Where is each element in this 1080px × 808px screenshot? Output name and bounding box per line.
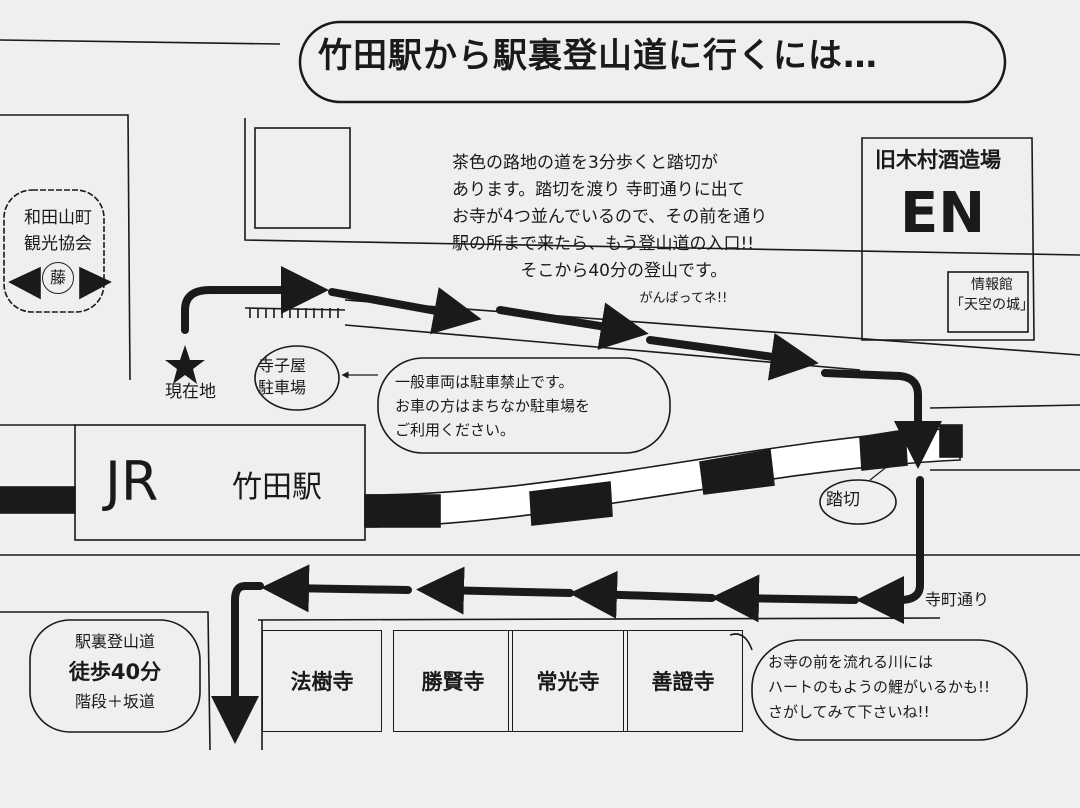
walking-route (181, 266, 942, 744)
info-center-label: 情報館 「天空の城」 (950, 275, 1034, 315)
temple-box: 法樹寺 (262, 630, 382, 732)
info-center-name: 「天空の城」 (950, 297, 1034, 313)
koi-note-line: お寺の前を流れる川には (768, 653, 934, 671)
route-description: 茶色の路地の道を3分歩くと踏切が あります。踏切を渡り 寺町通りに出て お寺が4… (452, 150, 767, 312)
koi-note-line: さがしてみて下さいね!! (768, 703, 930, 721)
current-location-label: 現在地 (165, 382, 216, 402)
parking-bubble (254, 345, 340, 411)
description-line: あります。踏切を渡り 寺町通りに出て (452, 180, 745, 200)
brewery-name: 旧木村酒造場 (875, 148, 1001, 172)
current-location-star-icon (165, 345, 205, 384)
jr-takeda-station-building (74, 424, 366, 541)
description-line: お寺が4つ並んでいるので、その前を通り (452, 207, 768, 227)
railway-track (0, 424, 963, 528)
parking-line: 寺子屋 (258, 356, 307, 375)
wisteria-emblem-icon: 藤 (42, 262, 74, 294)
notice-line: ご利用ください。 (395, 421, 516, 439)
trail-type: 階段＋坂道 (74, 692, 155, 711)
description-line: 駅の所まで来たら、もう登山道の入口!! (452, 234, 755, 254)
parking-notice: 一般車両は駐車禁止です。 お車の方はまちなか駐車場を ご利用ください。 (395, 370, 590, 442)
info-center-box (947, 271, 1029, 333)
brewery-building (861, 137, 1035, 341)
koi-note-line: ハートのもようの鯉がいるかも!! (768, 678, 991, 696)
jr-label: JR (105, 450, 159, 513)
temple-box: 常光寺 (508, 630, 628, 732)
station-name: 竹田駅 (232, 470, 322, 505)
temple-box: 勝賢寺 (393, 630, 513, 732)
koi-note-bubble (751, 639, 1028, 741)
trail-name: 駅裏登山道 (74, 632, 155, 651)
crossing-bubble (819, 479, 897, 525)
parking-line: 駐車場 (258, 378, 307, 397)
trail-box (29, 619, 201, 733)
tourism-association-line: 観光協会 (24, 234, 92, 254)
description-closing: そこから40分の登山です。 (520, 261, 728, 281)
tourism-association-badge (3, 189, 105, 313)
description-line: 茶色の路地の道を3分歩くと踏切が (452, 153, 718, 173)
notice-line: 一般車両は駐車禁止です。 (395, 373, 574, 391)
title-bubble (298, 20, 1007, 104)
tourism-association-line: 和田山町 (24, 208, 92, 228)
trail-duration: 徒歩40分 (68, 660, 162, 684)
page-title: 竹田駅から駅裏登山道に行くには… (318, 36, 878, 76)
koi-note: お寺の前を流れる川には ハートのもようの鯉がいるかも!! さがしてみて下さいね!… (768, 650, 990, 725)
temple-box: 善證寺 (623, 630, 743, 732)
street-label: 寺町通り (925, 590, 990, 609)
tourism-association-label: 和田山町 観光協会 (8, 205, 108, 257)
notice-line: お車の方はまちなか駐車場を (395, 397, 591, 415)
railroad-crossing-label: 踏切 (826, 490, 860, 510)
parking-label: 寺子屋 駐車場 (258, 355, 306, 399)
info-center-title: 情報館 (971, 277, 1013, 293)
brewery-logo: EN (900, 181, 986, 246)
description-cheer: がんばってネ!! (639, 291, 728, 306)
trail-info: 駅裏登山道 徒歩40分 階段＋坂道 (40, 627, 190, 717)
parking-notice-bubble (377, 357, 671, 454)
